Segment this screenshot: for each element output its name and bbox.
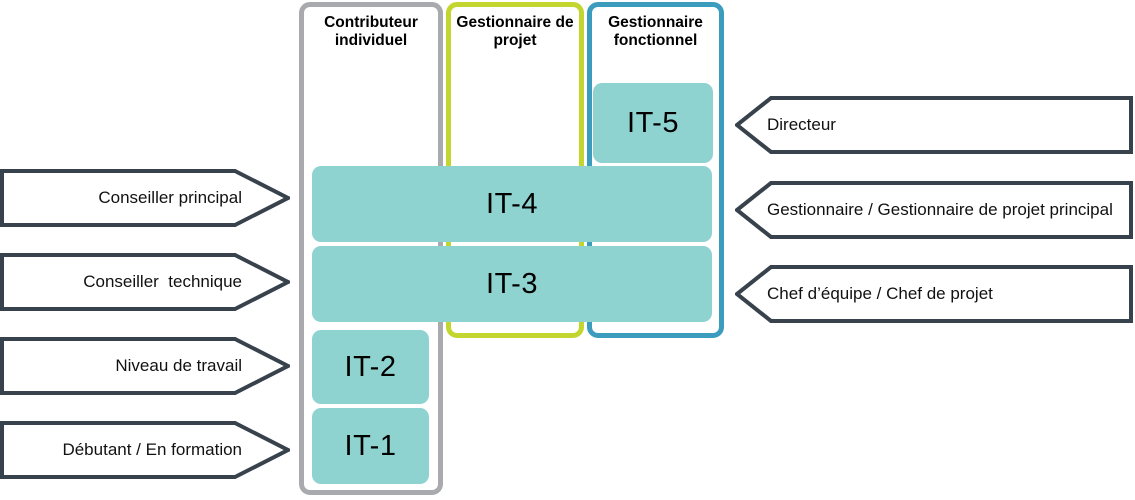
left-pointer-niveau-de-travail: Niveau de travail bbox=[0, 337, 290, 395]
level-box-it-4: IT-4 bbox=[312, 166, 712, 242]
left-pointer-conseiller-principal: Conseiller principal bbox=[0, 169, 290, 227]
right-pointer-gestionnaire-de-projet-principal: Gestionnaire / Gestionnaire de projet pr… bbox=[735, 181, 1133, 239]
level-box-it-1: IT-1 bbox=[312, 408, 429, 484]
left-pointer-label: Niveau de travail bbox=[115, 356, 242, 375]
column-header-gestionnaire-fonctionnel: Gestionnaire fonctionnel bbox=[608, 14, 703, 50]
right-pointing-arrow-shape bbox=[0, 337, 290, 395]
level-label-it-2: IT-2 bbox=[344, 350, 397, 383]
level-box-it-3: IT-3 bbox=[312, 246, 712, 322]
right-pointing-arrow-shape bbox=[0, 253, 290, 311]
column-header-contributeur-individuel: Contributeur individuel bbox=[324, 14, 418, 50]
left-pointer-label: Conseiller technique bbox=[83, 272, 242, 291]
level-box-it-2: IT-2 bbox=[312, 330, 429, 404]
level-label-it-4: IT-4 bbox=[486, 187, 538, 220]
level-label-it-1: IT-1 bbox=[344, 429, 397, 462]
right-pointer-label: Chef d’équipe / Chef de projet bbox=[767, 284, 993, 303]
left-pointer-label: Conseiller principal bbox=[98, 188, 242, 207]
left-pointer-debutant-en-formation: Débutant / En formation bbox=[0, 421, 290, 479]
right-pointing-arrow-shape bbox=[0, 169, 290, 227]
column-header-gestionnaire-de-projet: Gestionnaire de projet bbox=[456, 14, 574, 50]
left-pointing-arrow-shape bbox=[735, 181, 1133, 239]
left-pointing-arrow-shape bbox=[735, 265, 1133, 323]
left-pointer-conseiller-technique: Conseiller technique bbox=[0, 253, 290, 311]
right-pointer-label: Directeur bbox=[767, 115, 836, 134]
level-box-it-5: IT-5 bbox=[593, 83, 713, 163]
left-pointing-arrow-shape bbox=[735, 96, 1133, 154]
right-pointing-arrow-shape bbox=[0, 421, 290, 479]
right-pointer-directeur: Directeur bbox=[735, 96, 1133, 154]
left-pointer-label: Débutant / En formation bbox=[62, 440, 242, 459]
level-label-it-5: IT-5 bbox=[627, 106, 679, 139]
right-pointer-chef-d-equipe-chef-de-projet: Chef d’équipe / Chef de projet bbox=[735, 265, 1133, 323]
level-label-it-3: IT-3 bbox=[486, 267, 538, 300]
right-pointer-label: Gestionnaire / Gestionnaire de projet pr… bbox=[767, 200, 1113, 219]
